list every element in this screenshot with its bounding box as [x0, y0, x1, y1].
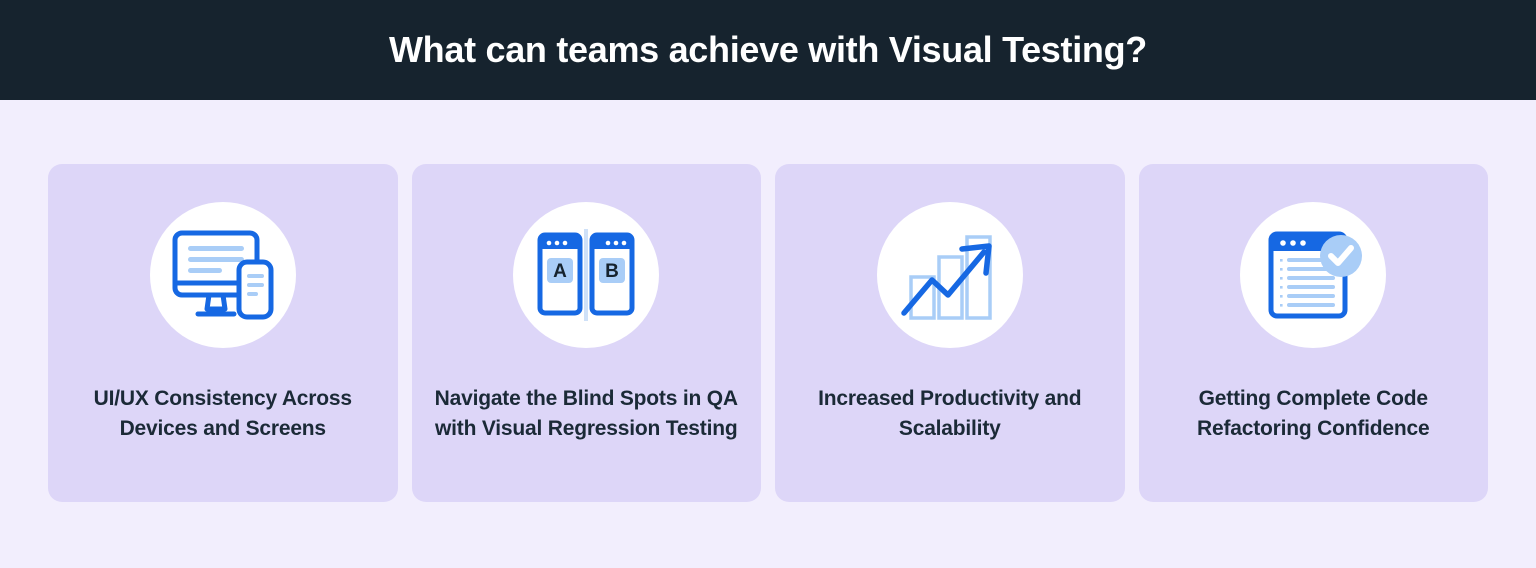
page-header: What can teams achieve with Visual Testi… — [0, 0, 1536, 100]
benefit-card-productivity[interactable]: Increased Productivity and Scalability — [775, 164, 1125, 502]
icon-circle — [876, 202, 1023, 348]
icon-circle — [1240, 202, 1387, 348]
card-label: Getting Complete Code Refactoring Confid… — [1197, 387, 1430, 440]
code-document-check-icon — [1268, 231, 1363, 319]
desktop-and-mobile-icon — [172, 230, 274, 320]
growth-chart-arrow-icon — [901, 235, 992, 320]
benefit-card-code-refactoring[interactable]: Getting Complete Code Refactoring Confid… — [1138, 164, 1488, 502]
page-title: What can teams achieve with Visual Testi… — [389, 29, 1147, 71]
benefit-card-ui-ux-consistency[interactable]: UI/UX Consistency Across Devices and Scr… — [48, 164, 398, 502]
card-label: UI/UX Consistency Across Devices and Scr… — [93, 387, 352, 440]
ab-label-a: A — [553, 261, 567, 282]
benefit-card-visual-regression[interactable]: A B Navigate the Blind Spots in QA with … — [411, 164, 761, 502]
icon-circle — [149, 202, 296, 348]
ab-label-b: B — [605, 261, 619, 282]
icon-circle: A B — [513, 202, 660, 348]
card-label: Navigate the Blind Spots in QA with Visu… — [434, 387, 738, 440]
benefit-cards-row: UI/UX Consistency Across Devices and Scr… — [48, 164, 1488, 502]
card-label: Increased Productivity and Scalability — [818, 387, 1082, 440]
ab-comparison-windows-icon: A B — [537, 229, 635, 321]
